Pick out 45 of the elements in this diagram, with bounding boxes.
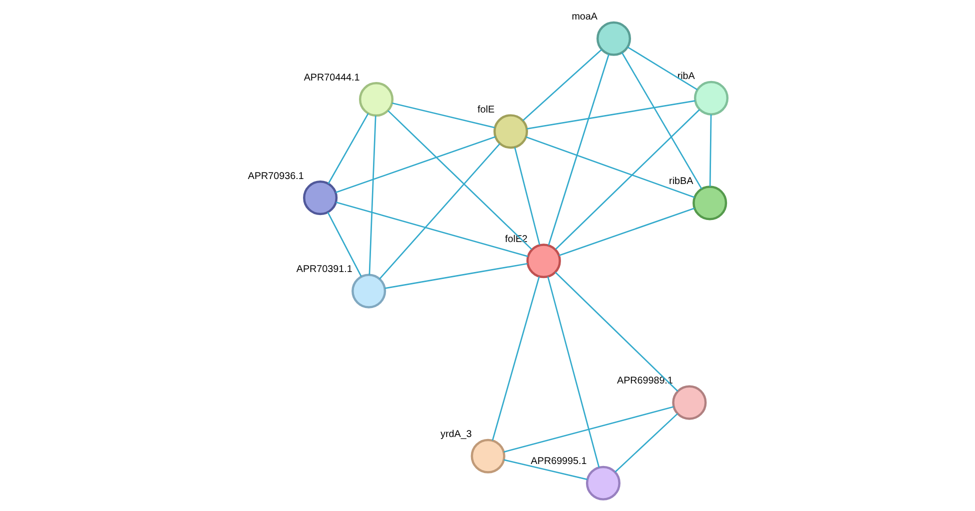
node-label: ribBA — [669, 176, 694, 187]
node-circle — [358, 82, 394, 117]
connector — [492, 276, 540, 441]
node-label: folE — [478, 104, 495, 116]
node-circle — [596, 21, 632, 56]
connector — [327, 212, 362, 277]
node-label: APR69995.1 — [530, 456, 587, 468]
connector — [558, 208, 695, 256]
connector — [555, 109, 700, 250]
connector — [547, 276, 600, 468]
connector — [336, 202, 528, 258]
node-circle — [694, 80, 729, 116]
node-circle — [692, 186, 728, 220]
connector — [504, 459, 588, 480]
connector — [614, 413, 678, 472]
node-circle — [493, 114, 528, 149]
connector — [627, 46, 698, 90]
connector — [368, 116, 376, 275]
connector — [526, 136, 695, 198]
connector — [388, 110, 532, 250]
connector — [384, 262, 528, 289]
connector — [392, 102, 495, 128]
node-circle — [526, 244, 561, 278]
connector — [335, 136, 496, 194]
connector — [548, 54, 610, 246]
connector — [514, 147, 540, 246]
node-label: yrdA_3 — [440, 429, 472, 440]
node-circle — [586, 466, 620, 500]
node-label: APR70936.1 — [248, 170, 304, 182]
connector — [526, 100, 696, 130]
node-circle — [303, 180, 338, 216]
connector — [709, 114, 712, 187]
connector — [379, 143, 500, 280]
connector — [328, 113, 369, 184]
node-label: APR70391.1 — [296, 264, 352, 276]
connector — [522, 49, 602, 121]
node-circle — [352, 274, 386, 308]
node-label: ribA — [677, 71, 695, 82]
node-circle — [672, 385, 707, 420]
connector — [621, 52, 702, 190]
node-circle — [470, 438, 506, 474]
connector — [554, 272, 678, 392]
node-label: moaA — [572, 12, 598, 23]
node-label: APR70444.1 — [304, 72, 360, 84]
connector — [504, 406, 674, 453]
